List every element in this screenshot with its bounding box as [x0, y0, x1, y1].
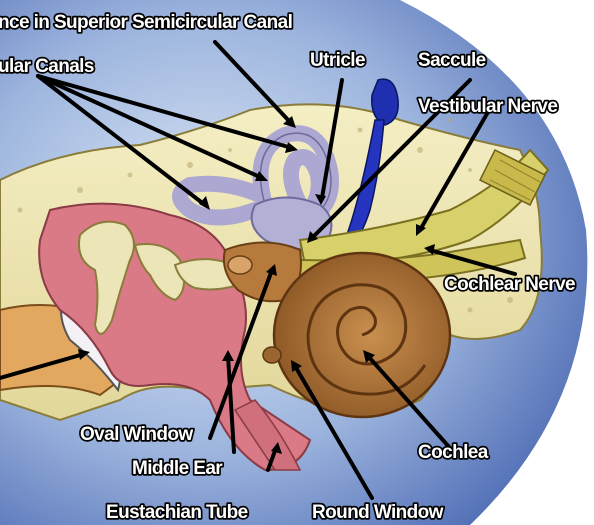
label-eustachian-tube: Eustachian Tube: [106, 502, 248, 523]
label-utricle: Utricle: [310, 50, 365, 71]
label-dehiscence-superior-canal: nce in Superior Semicircular Canal: [0, 12, 292, 33]
label-cochlea: Cochlea: [418, 442, 489, 463]
round-window-opening: [263, 347, 281, 363]
oval-window-opening: [228, 256, 252, 274]
cochlea-shape: [274, 253, 450, 417]
label-oval-window: Oval Window: [80, 424, 193, 445]
label-saccule: Saccule: [418, 50, 486, 71]
label-round-window: Round Window: [312, 502, 444, 523]
label-semicircular-canals: ular Canals: [0, 56, 94, 77]
label-middle-ear: Middle Ear: [132, 458, 223, 479]
label-vestibular-nerve: Vestibular Nerve: [418, 96, 557, 117]
label-cochlear-nerve: Cochlear Nerve: [444, 274, 575, 295]
